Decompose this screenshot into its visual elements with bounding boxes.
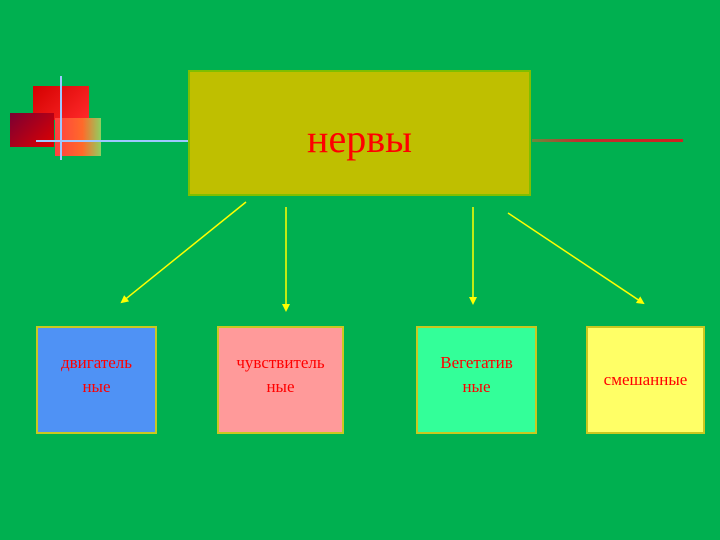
node-motor-nerves: двигатель ные bbox=[36, 326, 157, 434]
decor-horizontal-line-right bbox=[532, 139, 683, 142]
decor-vertical-line bbox=[60, 76, 62, 160]
node-sensory-label: чувствитель ные bbox=[236, 353, 325, 396]
node-autonomic-nerves: Вегетатив ные bbox=[416, 326, 537, 434]
node-sensory-nerves: чувствитель ные bbox=[217, 326, 344, 434]
title-box: нервы bbox=[188, 70, 531, 196]
arrow-to-mixed bbox=[507, 212, 645, 305]
decor-horizontal-line-left bbox=[36, 140, 188, 142]
node-mixed-nerves: смешанные bbox=[586, 326, 705, 434]
node-motor-label: двигатель ные bbox=[60, 353, 133, 396]
node-autonomic-label: Вегетатив ные bbox=[440, 353, 513, 396]
title-text: нервы bbox=[307, 115, 412, 161]
node-mixed-label: смешанные bbox=[603, 370, 688, 389]
arrow-to-motor bbox=[120, 201, 247, 304]
decor-square-gradient bbox=[55, 118, 101, 156]
